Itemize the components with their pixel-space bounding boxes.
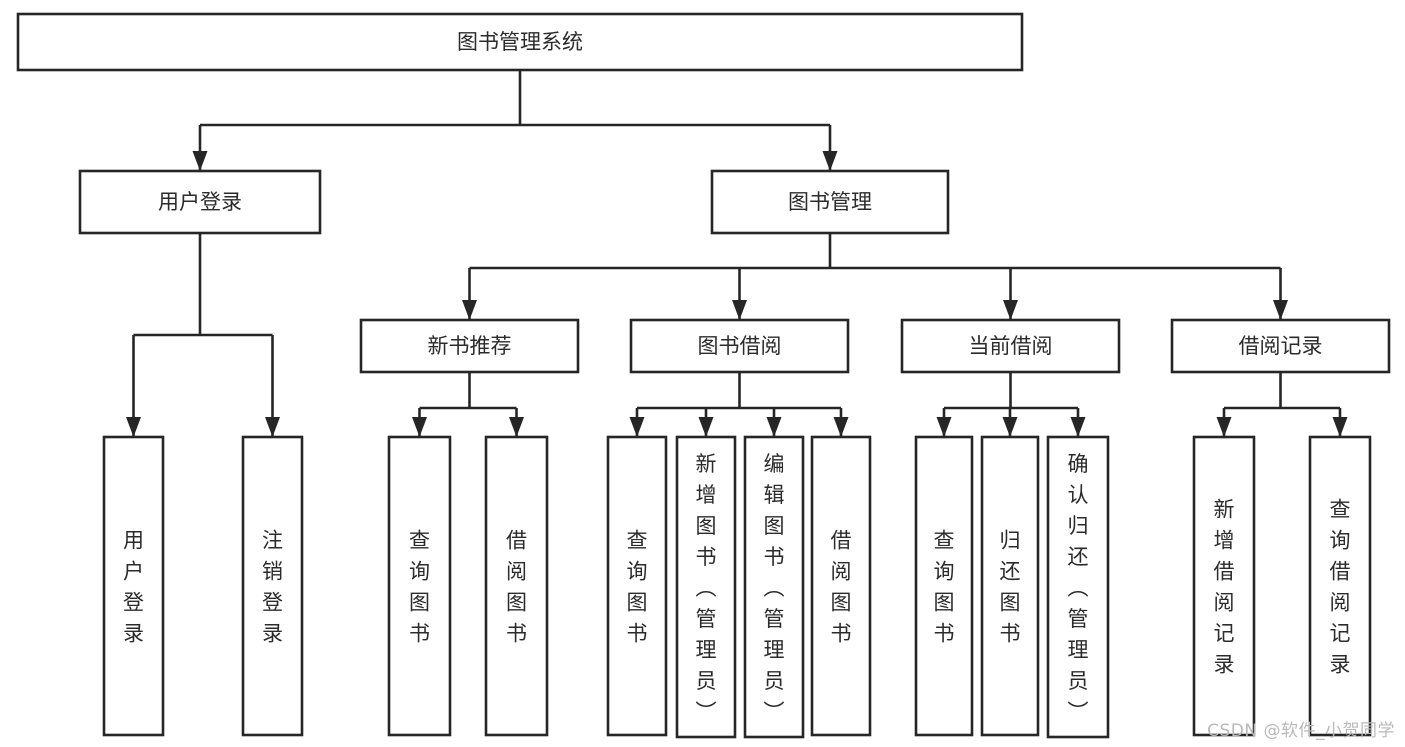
node-box-leaf-borrow-book-recommend [484, 435, 549, 737]
arrow-head-leaf-query-borrow-record [1332, 417, 1348, 437]
node-book-management[interactable]: 图书管理 [710, 169, 950, 235]
node-new-book-recommend[interactable]: 新书推荐 [359, 318, 580, 374]
node-label-book-borrow: 图书借阅 [698, 334, 782, 358]
node-label-leaf-borrow-book-recommend: 借阅图书 [506, 529, 527, 646]
node-label-leaf-query-book-recommend: 查询图书 [409, 529, 430, 646]
node-current-borrow[interactable]: 当前借阅 [900, 318, 1121, 374]
node-box-leaf-query-book-recommend [387, 435, 452, 737]
arrow-head-borrow-record [1273, 300, 1288, 320]
node-label-leaf-borrow-book: 借阅图书 [831, 529, 852, 646]
node-leaf-query-book-recommend[interactable]: 查询图书 [387, 435, 452, 737]
node-box-leaf-query-book-borrow [606, 435, 668, 737]
node-label-leaf-return-book: 归还图书 [1000, 529, 1021, 646]
node-box-leaf-confirm-return-admin [1046, 435, 1110, 739]
node-label-leaf-add-borrow-record: 新增借阅记录 [1214, 498, 1235, 677]
node-label-leaf-logout: 注销登录 [262, 529, 283, 646]
node-leaf-add-borrow-record[interactable]: 新增借阅记录 [1192, 435, 1256, 737]
arrow-head-leaf-confirm-return-admin [1070, 417, 1086, 437]
node-box-leaf-add-book-admin [675, 435, 737, 739]
node-leaf-confirm-return-admin[interactable]: 确认归还︵管理员︶ [1046, 435, 1110, 739]
node-leaf-borrow-book-recommend[interactable]: 借阅图书 [484, 435, 549, 737]
arrow-head-leaf-edit-book-admin [766, 417, 782, 437]
arrow-head-leaf-return-book [1002, 417, 1018, 437]
node-leaf-edit-book-admin[interactable]: 编辑图书︵管理员︶ [743, 435, 805, 739]
csdn-watermark: CSDN @软件_小贺同学 [1207, 721, 1395, 741]
node-box-leaf-edit-book-admin [743, 435, 805, 739]
arrow-head-book-borrow [732, 300, 747, 320]
node-label-leaf-user-login: 用户登录 [123, 529, 144, 646]
node-box-new-book-recommend [359, 318, 580, 374]
node-leaf-add-book-admin[interactable]: 新增图书︵管理员︶ [675, 435, 737, 739]
node-label-new-book-recommend: 新书推荐 [428, 334, 512, 358]
node-leaf-return-book[interactable]: 归还图书 [980, 435, 1040, 737]
node-box-leaf-query-book-current [914, 435, 974, 737]
arrow-head-new-book-recommend [462, 300, 477, 320]
node-leaf-logout[interactable]: 注销登录 [241, 435, 304, 737]
node-box-leaf-add-borrow-record [1192, 435, 1256, 737]
arrow-head-leaf-borrow-book [833, 417, 849, 437]
node-label-leaf-query-book-borrow: 查询图书 [627, 529, 648, 646]
node-borrow-record[interactable]: 借阅记录 [1170, 318, 1391, 374]
node-box-leaf-return-book [980, 435, 1040, 737]
node-label-borrow-record: 借阅记录 [1239, 334, 1323, 358]
arrow-head-book-management [822, 151, 838, 171]
node-leaf-query-borrow-record[interactable]: 查询借阅记录 [1308, 435, 1372, 737]
node-label-leaf-edit-book-admin: 编辑图书︵管理员︶ [764, 452, 785, 724]
arrow-head-leaf-query-book-borrow [629, 417, 645, 437]
connector-layer [126, 70, 1348, 437]
arrow-head-leaf-query-book-recommend [412, 417, 427, 437]
node-label-user-login: 用户登录 [158, 190, 242, 214]
arrow-head-current-borrow [1003, 300, 1018, 320]
node-book-borrow[interactable]: 图书借阅 [629, 318, 850, 374]
node-box-book-management [710, 169, 950, 235]
node-label-leaf-query-book-current: 查询图书 [934, 529, 955, 646]
node-leaf-borrow-book[interactable]: 借阅图书 [810, 435, 872, 737]
node-label-root: 图书管理系统 [457, 30, 583, 54]
node-box-leaf-logout [241, 435, 304, 737]
arrow-head-leaf-query-book-current [936, 417, 952, 437]
node-label-leaf-add-book-admin: 新增图书︵管理员︶ [696, 452, 717, 724]
node-user-login[interactable]: 用户登录 [78, 169, 322, 235]
node-box-leaf-query-borrow-record [1308, 435, 1372, 737]
arrow-head-user-login [192, 151, 208, 171]
node-box-user-login [78, 169, 322, 235]
arrow-head-leaf-logout [265, 417, 280, 437]
node-leaf-user-login[interactable]: 用户登录 [102, 435, 165, 737]
node-leaf-query-book-current[interactable]: 查询图书 [914, 435, 974, 737]
node-box-book-borrow [629, 318, 850, 374]
node-leaf-query-book-borrow[interactable]: 查询图书 [606, 435, 668, 737]
arrow-head-leaf-add-book-admin [698, 417, 714, 437]
node-root[interactable]: 图书管理系统 [16, 12, 1024, 72]
node-box-current-borrow [900, 318, 1121, 374]
node-box-leaf-user-login [102, 435, 165, 737]
node-label-leaf-query-borrow-record: 查询借阅记录 [1330, 498, 1351, 677]
arrow-head-leaf-user-login [126, 417, 141, 437]
arrow-head-leaf-add-borrow-record [1216, 417, 1232, 437]
node-label-book-management: 图书管理 [788, 190, 872, 214]
node-layer: 图书管理系统用户登录图书管理新书推荐图书借阅当前借阅借阅记录用户登录注销登录查询… [16, 12, 1391, 739]
node-box-leaf-borrow-book [810, 435, 872, 737]
node-label-current-borrow: 当前借阅 [969, 334, 1053, 358]
node-box-root [16, 12, 1024, 72]
arrow-head-leaf-borrow-book-recommend [509, 417, 524, 437]
node-label-leaf-confirm-return-admin: 确认归还︵管理员︶ [1068, 452, 1089, 724]
node-box-borrow-record [1170, 318, 1391, 374]
